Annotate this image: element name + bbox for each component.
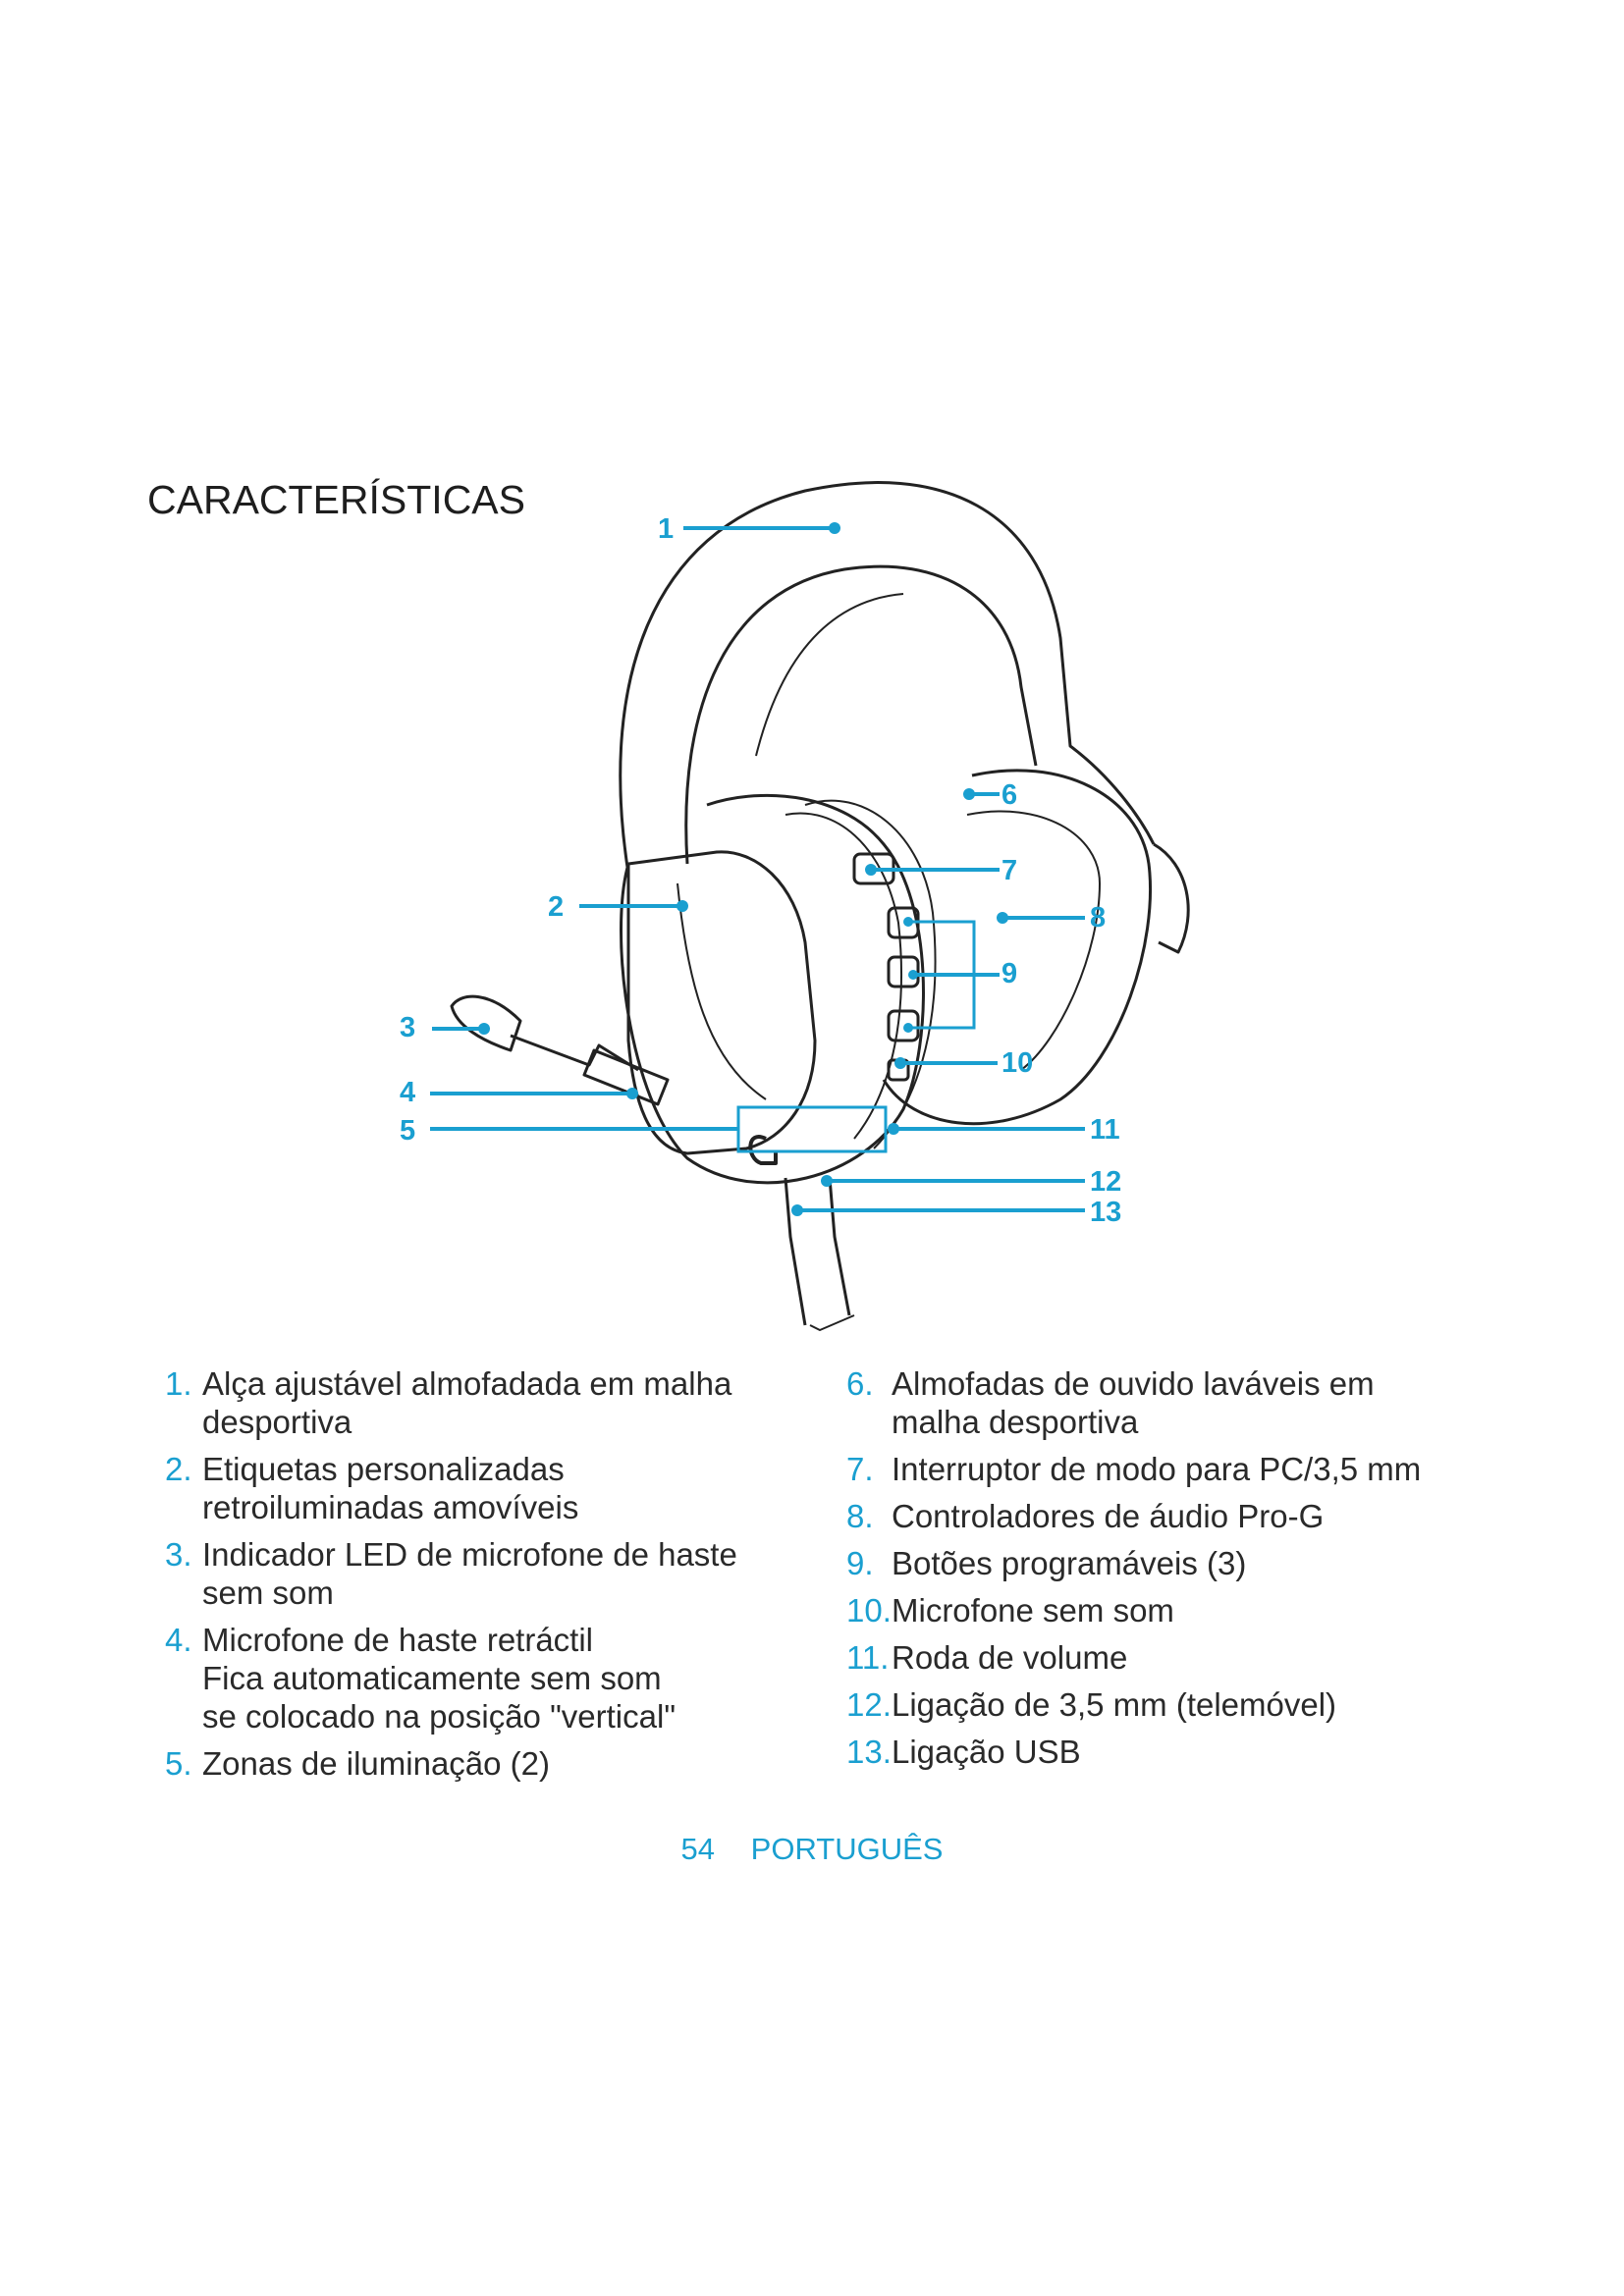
feature-text: sem som <box>202 1575 334 1611</box>
feature-text: retroiluminadas amovíveis <box>202 1489 579 1525</box>
callout-9: 9 <box>1001 958 1017 989</box>
callout-5: 5 <box>400 1115 415 1147</box>
callout-lines <box>430 526 1085 1212</box>
page-number: 54 <box>680 1832 716 1866</box>
feature-text: Controladores de áudio Pro-G <box>892 1498 1325 1534</box>
feature-text: Microfone de haste retráctil <box>202 1622 594 1658</box>
callout-dots <box>478 522 1008 1216</box>
feature-text: Zonas de iluminação (2) <box>202 1745 551 1782</box>
feature-number: 4. <box>165 1622 192 1658</box>
feature-number: 2. <box>165 1451 192 1487</box>
callout-numbers: 1 2 3 4 5 6 7 8 9 10 11 12 13 <box>400 513 1121 1228</box>
feature-item: 12.Ligação de 3,5 mm (telemóvel) <box>846 1685 1553 1724</box>
callout-7: 7 <box>1001 855 1017 886</box>
feature-number: 7. <box>846 1451 874 1487</box>
page-title: CARACTERÍSTICAS <box>147 477 525 522</box>
feature-number: 8. <box>846 1498 874 1534</box>
callout-8: 8 <box>1090 902 1106 934</box>
feature-text: Microfone sem som <box>892 1592 1174 1629</box>
feature-text: Fica automaticamente sem som <box>202 1660 662 1696</box>
feature-text: Ligação USB <box>892 1734 1081 1770</box>
feature-number: 3. <box>165 1536 192 1573</box>
headset-illustration <box>450 481 1190 1331</box>
feature-item: 11.Roda de volume <box>846 1638 1553 1677</box>
feature-text: Botões programáveis (3) <box>892 1545 1247 1581</box>
feature-number: 12. <box>846 1686 892 1723</box>
feature-text: Etiquetas personalizadas <box>202 1451 565 1487</box>
callout-13: 13 <box>1090 1197 1121 1228</box>
feature-text: Interruptor de modo para PC/3,5 mm <box>892 1451 1422 1487</box>
callout-4: 4 <box>400 1077 415 1108</box>
feature-number: 10. <box>846 1592 892 1629</box>
feature-item: 10.Microfone sem som <box>846 1591 1553 1629</box>
feature-item: 8. Controladores de áudio Pro-G <box>846 1497 1553 1535</box>
callout-10: 10 <box>1001 1047 1033 1079</box>
feature-text: desportiva <box>202 1404 352 1440</box>
feature-item: 5. Zonas de iluminação (2) <box>165 1744 793 1783</box>
feature-text: Alça ajustável almofadada em malha <box>202 1365 732 1402</box>
callout-3: 3 <box>400 1012 415 1043</box>
headset-diagram: 1 2 3 4 5 6 7 8 9 10 11 12 13 <box>400 481 1190 1331</box>
callout-1: 1 <box>658 513 674 545</box>
feature-item: 13.Ligação USB <box>846 1733 1553 1771</box>
callout-6: 6 <box>1001 779 1017 811</box>
feature-item: 9. Botões programáveis (3) <box>846 1544 1553 1582</box>
page-footer: 54 PORTUGUÊS <box>0 1832 1624 1867</box>
feature-item: 7. Interruptor de modo para PC/3,5 mm <box>846 1450 1553 1488</box>
footer-language: PORTUGUÊS <box>750 1832 944 1866</box>
feature-number: 9. <box>846 1545 874 1581</box>
feature-number: 1. <box>165 1365 192 1402</box>
feature-text: Roda de volume <box>892 1639 1128 1676</box>
feature-text: Indicador LED de microfone de haste <box>202 1536 737 1573</box>
feature-text: Ligação de 3,5 mm (telemóvel) <box>892 1686 1337 1723</box>
feature-number: 5. <box>165 1745 192 1782</box>
feature-text: se colocado na posição "vertical" <box>202 1698 677 1735</box>
callout-11: 11 <box>1090 1114 1120 1146</box>
feature-number: 11. <box>846 1639 890 1676</box>
feature-text: malha desportiva <box>892 1404 1139 1440</box>
callout-2: 2 <box>548 891 564 923</box>
feature-number: 6. <box>846 1365 874 1402</box>
callout-12: 12 <box>1090 1166 1121 1198</box>
feature-text: Almofadas de ouvido laváveis em <box>892 1365 1375 1402</box>
feature-number: 13. <box>846 1734 892 1770</box>
